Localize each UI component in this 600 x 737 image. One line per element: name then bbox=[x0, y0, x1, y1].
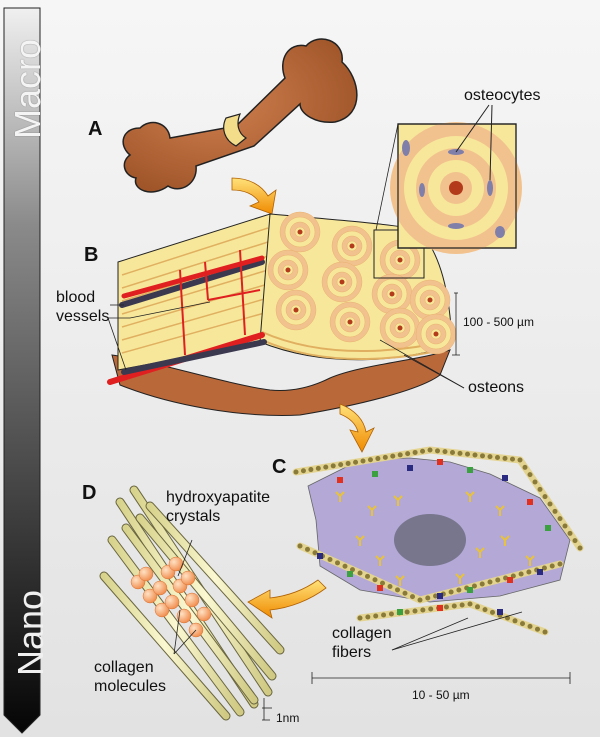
osteon bbox=[379, 307, 421, 349]
osteon bbox=[409, 279, 451, 321]
label-hydroxyapatite-1: hydroxyapatite bbox=[166, 489, 271, 506]
osteon bbox=[415, 313, 457, 355]
collagen-fiber bbox=[356, 600, 474, 622]
arrow-c-to-d bbox=[247, 579, 327, 619]
panel-label-d: D bbox=[82, 482, 97, 504]
osteon-array bbox=[267, 211, 457, 355]
arrow-a-to-b bbox=[231, 177, 277, 215]
collagen-fibers bbox=[292, 446, 584, 636]
osteocyte-inset bbox=[373, 104, 522, 279]
label-leaders-c bbox=[311, 611, 571, 684]
collagen-molecule bbox=[99, 571, 231, 721]
collagen-molecule bbox=[135, 513, 277, 681]
osteon bbox=[379, 239, 421, 281]
label-leaders-b bbox=[107, 292, 465, 389]
label-collagen-molecules-2: molecules bbox=[94, 678, 167, 695]
osteon bbox=[371, 273, 413, 315]
osteon bbox=[279, 211, 321, 253]
label-scale-b: 100 - 500 µm bbox=[463, 315, 534, 329]
macro-nano-scale-bar bbox=[3, 7, 41, 734]
collagen-molecules bbox=[99, 485, 285, 721]
osteon bbox=[329, 301, 371, 343]
osteon bbox=[267, 249, 309, 291]
collagen-fiber bbox=[416, 560, 564, 604]
collagen-fiber bbox=[292, 446, 434, 476]
panel-label-a: A bbox=[88, 118, 103, 140]
label-collagen-fibers-1: collagen bbox=[332, 625, 392, 642]
collagen-fiber bbox=[516, 456, 584, 552]
label-blood-vessels-1: blood bbox=[56, 289, 96, 306]
label-collagen-molecules-1: collagen bbox=[94, 659, 154, 676]
arrow-b-to-c bbox=[339, 403, 375, 453]
collagen-fiber bbox=[466, 600, 549, 636]
osteon bbox=[321, 261, 363, 303]
cell-molecules bbox=[335, 491, 535, 586]
label-leaders-d bbox=[173, 539, 272, 721]
femur-bone bbox=[122, 38, 358, 193]
collagen-molecule bbox=[145, 501, 285, 655]
panel-label-b: B bbox=[84, 244, 99, 266]
osteon bbox=[275, 289, 317, 331]
label-hydroxyapatite-2: crystals bbox=[166, 508, 221, 525]
label-osteons: osteons bbox=[468, 379, 525, 396]
osteon bbox=[331, 225, 373, 267]
binding-markers bbox=[317, 459, 551, 615]
osteocyte-cell bbox=[307, 457, 571, 603]
label-scale-c: 10 - 50 µm bbox=[412, 688, 470, 702]
label-collagen-fibers-2: fibers bbox=[332, 644, 372, 661]
panel-label-c: C bbox=[272, 456, 287, 478]
collagen-molecule bbox=[107, 535, 245, 717]
label-scale-d: 1nm bbox=[276, 711, 300, 725]
label-blood-vessels-2: vessels bbox=[56, 308, 110, 325]
label-osteocytes: osteocytes bbox=[464, 87, 541, 104]
